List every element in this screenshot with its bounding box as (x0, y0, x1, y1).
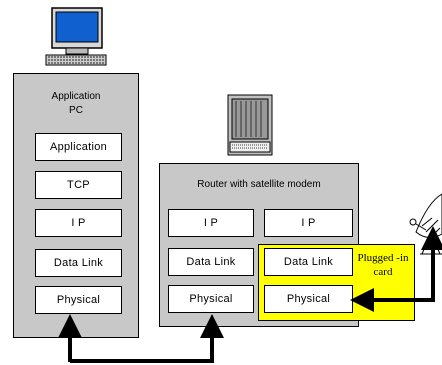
plugged-in-card-label-line1: Plugged -in (357, 252, 409, 264)
pc-layer-ip: I P (35, 209, 122, 237)
pc-title-line2: PC (69, 105, 83, 116)
pc-layer-data-link: Data Link (35, 249, 122, 277)
pc-stack-panel: Application PC Application TCP I P Data … (13, 73, 139, 338)
router-left-layer-data-link: Data Link (168, 248, 254, 276)
pc-title: Application PC (14, 90, 138, 118)
router-left-layer-physical: Physical (168, 285, 254, 313)
plugged-in-card-label: Plugged -in card (354, 251, 412, 279)
pc-title-line1: Application (51, 91, 101, 102)
router-left-layer-ip: I P (168, 209, 254, 237)
router-right-layer-physical: Physical (264, 285, 353, 313)
router-title: Router with satellite modem (197, 179, 321, 190)
pc-router-link-line (70, 314, 224, 363)
pc-layer-tcp: TCP (35, 171, 122, 199)
router-right-layer-data-link: Data Link (264, 248, 353, 276)
plugged-in-card-label-line2: card (373, 266, 393, 278)
router-right-layer-ip: I P (264, 209, 353, 237)
pc-layer-physical: Physical (35, 286, 122, 314)
card-satellite-link (350, 255, 435, 312)
pc-layer-application: Application (35, 133, 122, 161)
